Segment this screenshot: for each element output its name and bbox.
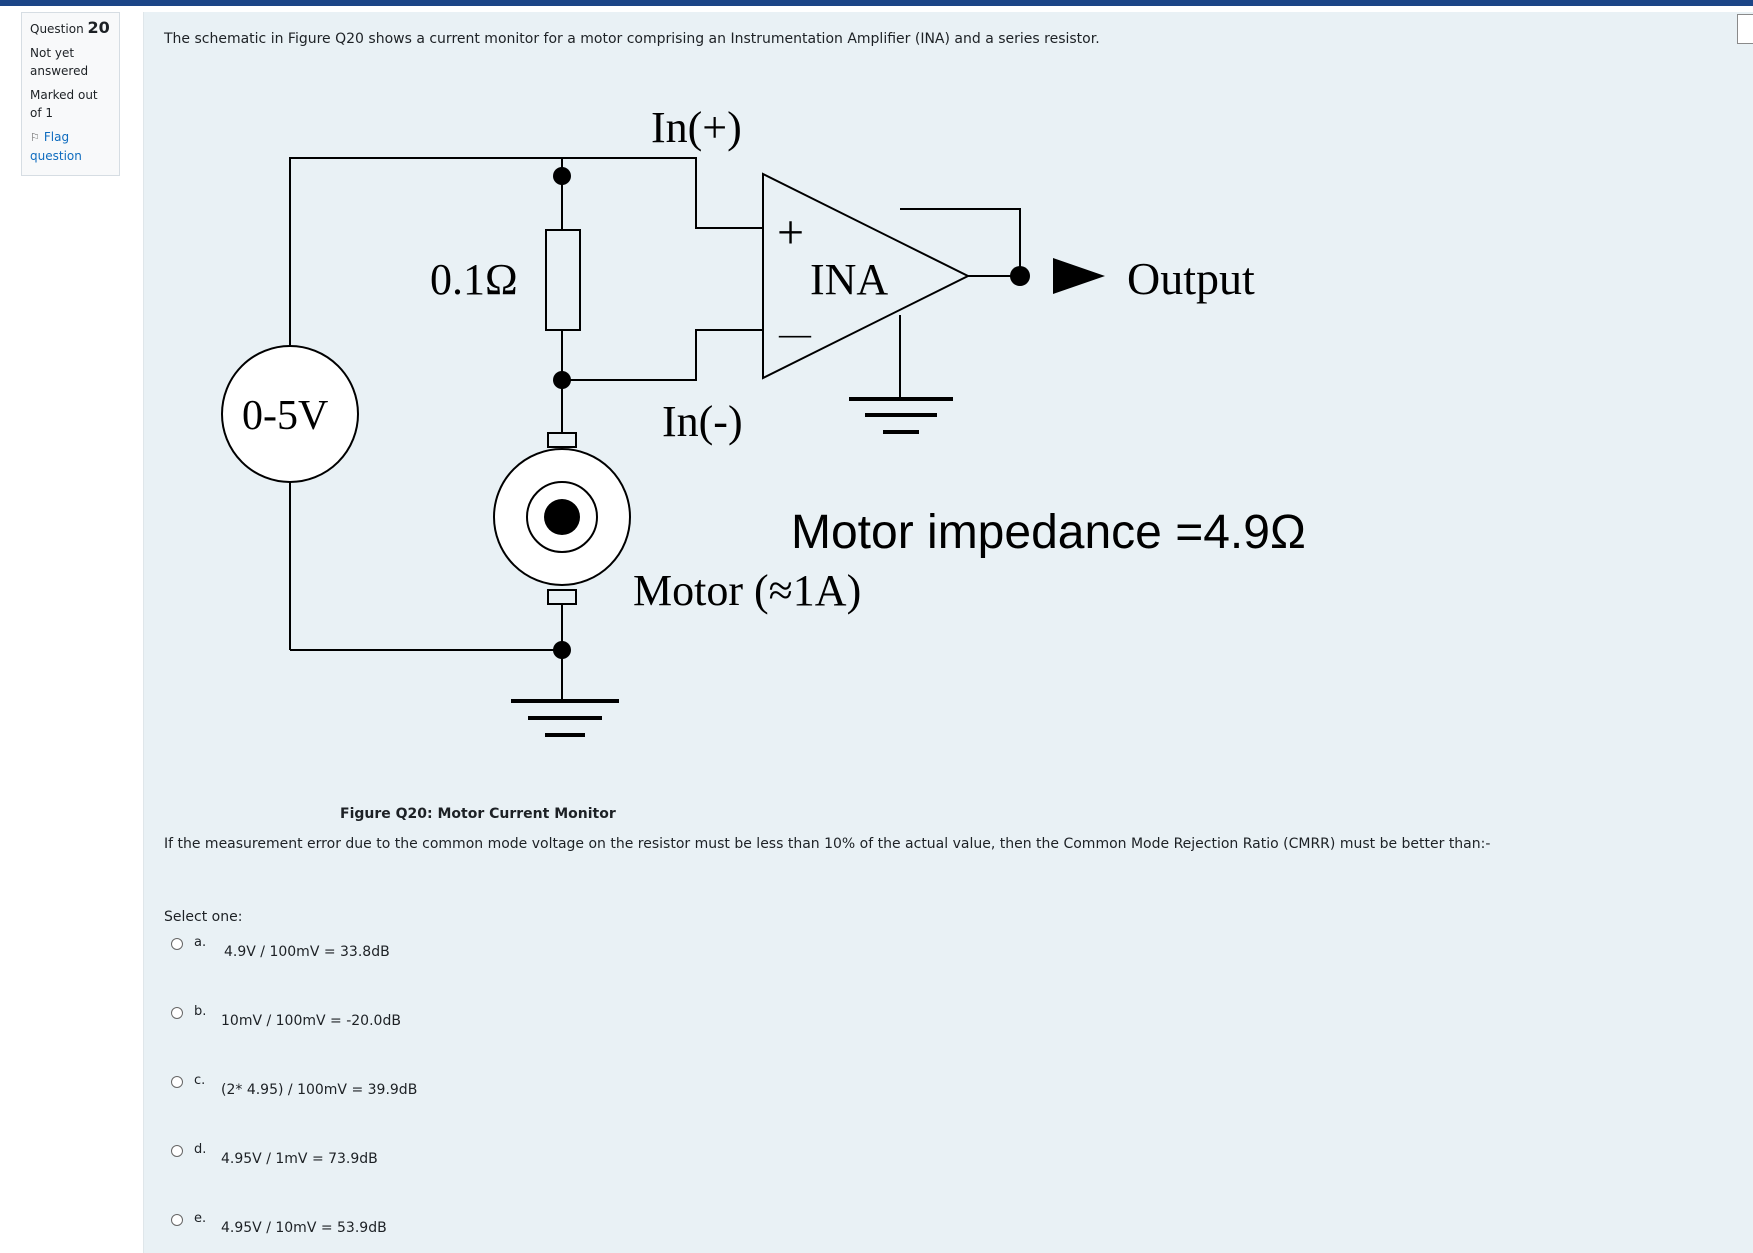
voltage-source [221,345,359,483]
question-marks: Marked out of 1 [30,88,98,120]
wire-top-left [289,157,562,175]
option-c-letter: c. [194,1073,206,1088]
option-e-radio[interactable] [171,1214,183,1226]
question-info-panel: Question 20 Not yet answered Marked out … [21,12,120,176]
option-b-letter: b. [194,1004,207,1019]
option-e-text: 4.95V / 10mV = 53.9dB [221,1220,387,1236]
ina-plus-sign: + [777,206,804,259]
junction-bottom [553,641,571,659]
wire-in-plus [562,157,763,229]
resistor-body [545,229,581,331]
option-d-text: 4.95V / 1mV = 73.9dB [221,1151,378,1167]
question-status: Not yet answered [30,46,89,78]
option-b-text: 10mV / 100mV = -20.0dB [221,1013,401,1029]
figure-caption: Figure Q20: Motor Current Monitor [340,806,616,822]
option-b-radio[interactable] [171,1007,183,1019]
wire-reference [900,208,1021,276]
option-d-radio[interactable] [171,1145,183,1157]
source-label: 0-5V [242,393,328,439]
option-d-letter: d. [194,1142,207,1157]
motor-center [544,499,580,535]
option-c-text: (2* 4.95) / 100mV = 39.9dB [221,1082,418,1098]
question-number: 20 [87,18,110,37]
top-accent-bar [0,0,1753,6]
question-number-line: Question 20 [30,19,111,38]
ina-minus-sign: — [778,315,812,351]
question-label: Question [30,22,84,36]
ina-label: INA [810,255,888,304]
flag-icon: ⚐ [30,131,40,144]
output-label: Output [1127,253,1255,304]
ina-triangle [762,172,971,380]
option-a-radio[interactable] [171,938,183,950]
resistor-label: 0.1Ω [430,255,518,304]
impedance-label: Motor impedance =4.9Ω [791,506,1306,559]
option-e-letter: e. [194,1211,207,1226]
circuit-schematic: In(+) In(-) 0.1Ω 0-5V INA + — Output Mot… [221,103,1306,737]
option-a-text: 4.9V / 100mV = 33.8dB [224,944,390,960]
output-arrow [1053,258,1105,294]
motor-terminal-top [547,432,577,448]
flag-question-label: Flag question [30,130,82,163]
question-content-area [143,12,1753,1253]
option-c-radio[interactable] [171,1076,183,1088]
edge-button[interactable] [1737,14,1753,44]
select-one-label: Select one: [164,909,243,925]
question-text: If the measurement error due to the comm… [164,836,1491,852]
question-intro: The schematic in Figure Q20 shows a curr… [164,31,1100,47]
wire-in-minus [562,329,763,381]
junction-top [553,167,571,185]
motor-label: Motor (≈1A) [633,566,861,615]
junction-mid [553,371,571,389]
option-a-letter: a. [194,935,207,950]
flag-question-link[interactable]: ⚐Flag question [30,128,111,165]
in-minus-label: In(-) [662,397,743,446]
in-plus-label: In(+) [651,103,742,152]
junction-output [1010,266,1030,286]
motor-terminal-bottom [547,589,577,605]
